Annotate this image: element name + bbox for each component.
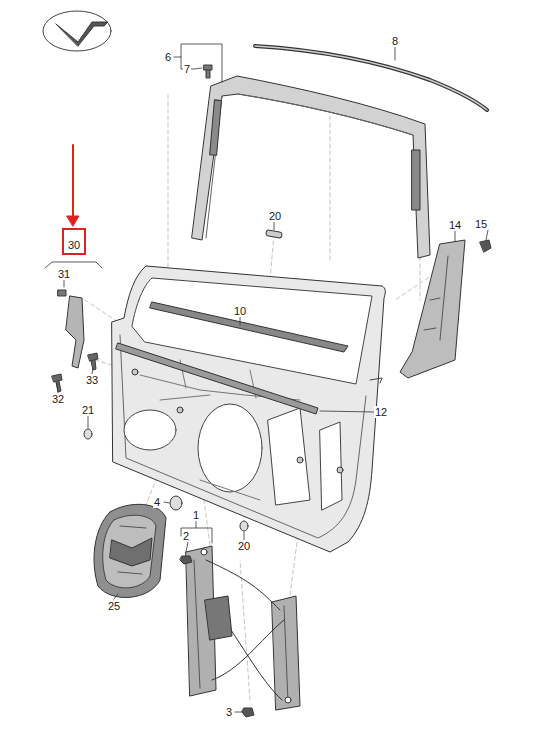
illustration-stroke [192, 76, 430, 258]
callout-number: 7 [183, 63, 191, 75]
illustration-stroke [395, 47, 396, 60]
callout-number: 32 [51, 393, 65, 405]
illustration-stroke [486, 230, 488, 240]
callout-number: 4 [153, 496, 161, 508]
illustration-stroke [177, 407, 183, 413]
illustration-stroke [164, 502, 169, 503]
illustration-stroke [118, 526, 146, 574]
orientation-logo [43, 11, 111, 51]
callout-number: 2 [182, 530, 190, 542]
illustration-stroke [274, 222, 275, 230]
callout-number: 30 [64, 239, 84, 251]
nut [242, 708, 254, 717]
illustration-stroke [45, 262, 102, 268]
callout-number: 21 [81, 404, 95, 416]
illustration-stroke [370, 378, 382, 383]
illustration-stroke [124, 410, 176, 450]
callout-number: 14 [448, 219, 462, 231]
illustration-stroke [103, 515, 156, 588]
callout-number: 15 [474, 218, 488, 230]
screw [52, 374, 62, 392]
illustration-stroke [240, 317, 241, 325]
illustration-stroke [58, 290, 66, 296]
illustration-stroke [206, 96, 222, 238]
highlight-arrowhead [67, 216, 79, 226]
illustration-stroke [174, 44, 222, 82]
illustration-stroke [330, 102, 331, 260]
bracket [66, 296, 84, 368]
callout-number: 6 [164, 51, 172, 63]
callout-number: 20 [268, 210, 282, 222]
illustration-stroke [181, 521, 212, 543]
callout-number: 1 [192, 509, 200, 521]
illustration-stroke [204, 65, 212, 78]
illustration-stroke [194, 560, 288, 702]
illustration-stroke [424, 256, 448, 340]
outer-seal-strip [116, 343, 318, 414]
window-frame [192, 76, 430, 258]
plug [170, 496, 182, 510]
illustration-stroke [43, 11, 491, 717]
illustration-stroke [132, 369, 138, 375]
callout-number: 20 [237, 540, 251, 552]
callout-number: 33 [85, 374, 99, 386]
illustration-stroke [320, 422, 342, 510]
illustration-stroke [85, 95, 452, 700]
illustration-stroke [455, 231, 456, 241]
orientation-mark [56, 22, 108, 46]
plug [266, 230, 283, 239]
inner-seal-strip [150, 302, 348, 352]
nut [180, 556, 192, 564]
callout-number: 25 [107, 600, 121, 612]
illustration-stroke [94, 504, 166, 597]
illustration-stroke [235, 712, 243, 713]
illustration-stroke [297, 457, 303, 463]
illustration-stroke [412, 150, 420, 210]
callout-number: 12 [374, 406, 388, 418]
clip [480, 240, 491, 252]
illustration-stroke [132, 278, 372, 384]
illustration-stroke [186, 542, 188, 552]
speaker-cover [94, 504, 166, 597]
illustration-stroke [285, 697, 291, 703]
callout-number: 8 [391, 35, 399, 47]
illustration-stroke [238, 94, 413, 135]
plug [84, 429, 92, 439]
callout-number: 10 [233, 305, 247, 317]
illustration-stroke [268, 408, 310, 505]
callout-number: 3 [225, 706, 233, 718]
illustration-stroke [337, 467, 343, 473]
callout-number: 31 [57, 268, 71, 280]
illustration-stroke [244, 532, 245, 540]
plug [240, 521, 248, 531]
illustration-stroke [120, 335, 366, 538]
illustration-stroke [240, 560, 250, 700]
illustration-stroke [114, 594, 118, 599]
illustration-stroke [320, 411, 374, 412]
illustration-stroke [206, 560, 284, 700]
leader-lines [45, 44, 488, 712]
illustration-stroke [110, 538, 152, 566]
window-regulator [186, 546, 300, 710]
highlight-box: 30 [62, 228, 86, 255]
illustration-stroke [210, 100, 222, 155]
illustration-stroke [57, 383, 58, 393]
illustration-stroke [88, 416, 89, 428]
illustration-stroke [270, 234, 274, 280]
highlight-arrow [72, 145, 74, 218]
illustration-stroke [205, 596, 232, 640]
illustration-stroke [201, 549, 207, 555]
screw [88, 353, 98, 370]
illustration-stroke [198, 404, 262, 492]
window-guide [400, 240, 465, 378]
